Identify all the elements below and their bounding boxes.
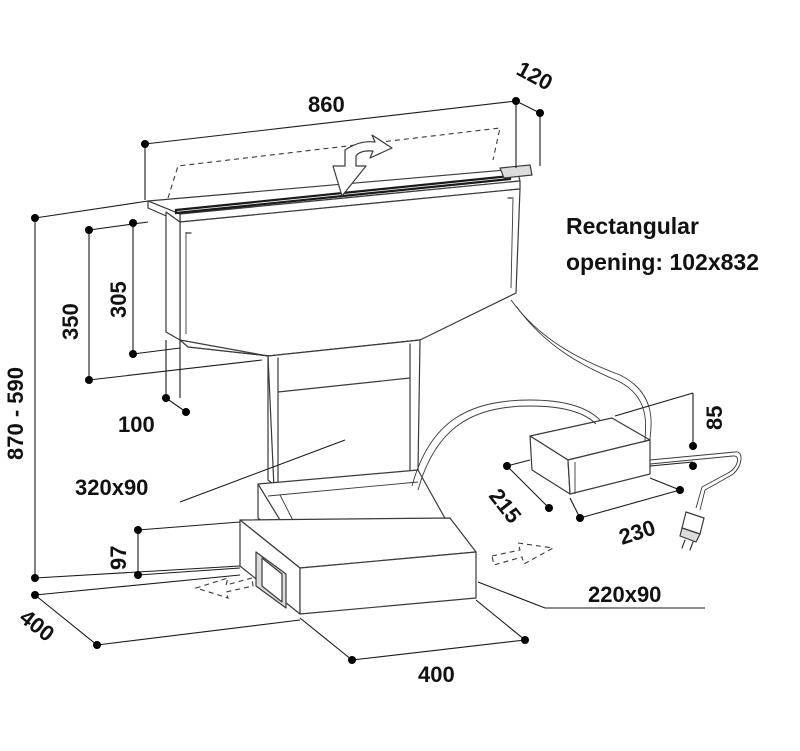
airflow-out-arrows — [194, 542, 555, 599]
label-870-590: 870 - 590 — [3, 367, 28, 460]
label-305: 305 — [106, 281, 131, 318]
label-120: 120 — [513, 56, 557, 95]
dimension-lines — [31, 97, 705, 664]
plug-icon — [679, 511, 705, 551]
label-230: 230 — [616, 515, 659, 550]
note-line-2: opening: 102x832 — [566, 249, 759, 275]
label-220x90: 220x90 — [588, 582, 661, 607]
cables — [411, 299, 742, 551]
rectangular-opening-outline — [167, 127, 501, 199]
right-airflow-arrow-icon — [491, 542, 555, 566]
base-box — [239, 517, 477, 615]
left-airflow-arrow-icon — [194, 577, 254, 599]
label-85: 85 — [702, 406, 727, 430]
note-line-1: Rectangular — [566, 213, 699, 239]
dimension-labels: 860 120 350 305 870 - 590 100 320x90 97 … — [3, 56, 727, 687]
label-320x90: 320x90 — [75, 475, 148, 500]
hood-body — [147, 164, 533, 357]
airflow-arrow-icon — [332, 134, 393, 197]
label-400-depth: 400 — [15, 604, 59, 646]
opening-note: Rectangular opening: 102x832 — [566, 213, 759, 275]
remote-motor-box — [529, 417, 651, 495]
label-400-width: 400 — [418, 662, 455, 687]
label-97: 97 — [106, 546, 131, 570]
label-860: 860 — [308, 92, 345, 117]
chimney-column — [267, 339, 421, 489]
label-100: 100 — [118, 412, 155, 437]
label-215: 215 — [484, 484, 526, 528]
label-350: 350 — [58, 303, 83, 340]
